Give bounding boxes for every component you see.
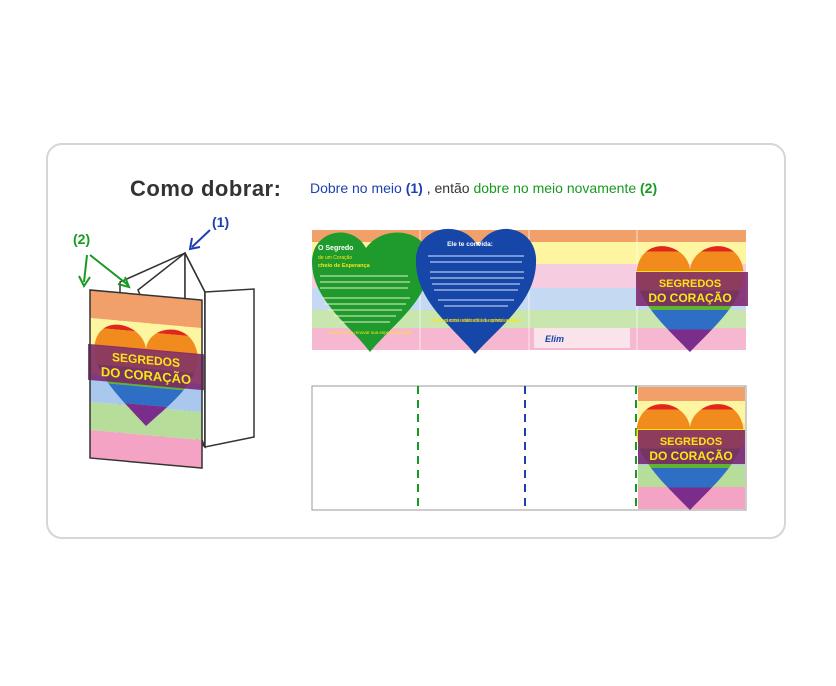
blue-heart-panel: Ele te convida: Só em Cristo você encont… — [415, 228, 537, 354]
green-heart-title1: O Segredo — [318, 245, 353, 252]
blue-heart-title: Ele te convida: — [447, 241, 493, 248]
folded-front-cover: SEGREDOS DO CORAÇÃO — [88, 289, 204, 469]
diagram-label-2: (2) — [73, 231, 90, 247]
back-panel: Elim — [534, 328, 630, 348]
connector-text: , então — [426, 180, 470, 196]
flat-cover-title-line2: DO CORAÇÃO — [648, 290, 731, 305]
fold-instruction: Dobre no meio (1) , então dobre no meio … — [310, 180, 657, 196]
arrow-2-icon — [78, 254, 131, 289]
arrow-1-icon — [188, 229, 211, 251]
diagram-label-1: (1) — [212, 214, 229, 230]
page-title: Como dobrar: — [130, 176, 282, 201]
step1-number: (1) — [405, 180, 423, 196]
step2-number: (2) — [640, 180, 658, 196]
folded-leaflet-diagram: SEGREDOS DO CORAÇÃO (1) (2) — [73, 214, 255, 469]
green-heart-title3: cheio de Esperança — [318, 263, 371, 269]
flat-leaflet-outside: SEGREDOS DO CORAÇÃO — [311, 385, 747, 511]
outside-cover-title-line2: DO CORAÇÃO — [649, 448, 732, 463]
publisher-logo: Elim — [545, 334, 564, 344]
green-heart-title2: de um Coração — [318, 255, 352, 261]
flat-cover-title-line1: SEGREDOS — [659, 278, 721, 290]
folded-title-line1: SEGREDOS — [112, 350, 180, 370]
step1-text: Dobre no meio — [310, 180, 402, 196]
green-heart-footer: Deixe Cristo renovar sua esperança hoje! — [329, 330, 412, 335]
outside-cover-title-line1: SEGREDOS — [660, 436, 722, 448]
step2-text: dobre no meio novamente — [473, 180, 637, 196]
green-heart-panel: O Segredo de um Coração cheio de Esperan… — [312, 232, 430, 352]
blue-heart-footer: Só em Cristo você encontrará o verdadeir… — [431, 317, 521, 324]
flat-leaflet-inside: O Segredo de um Coração cheio de Esperan… — [312, 228, 748, 355]
